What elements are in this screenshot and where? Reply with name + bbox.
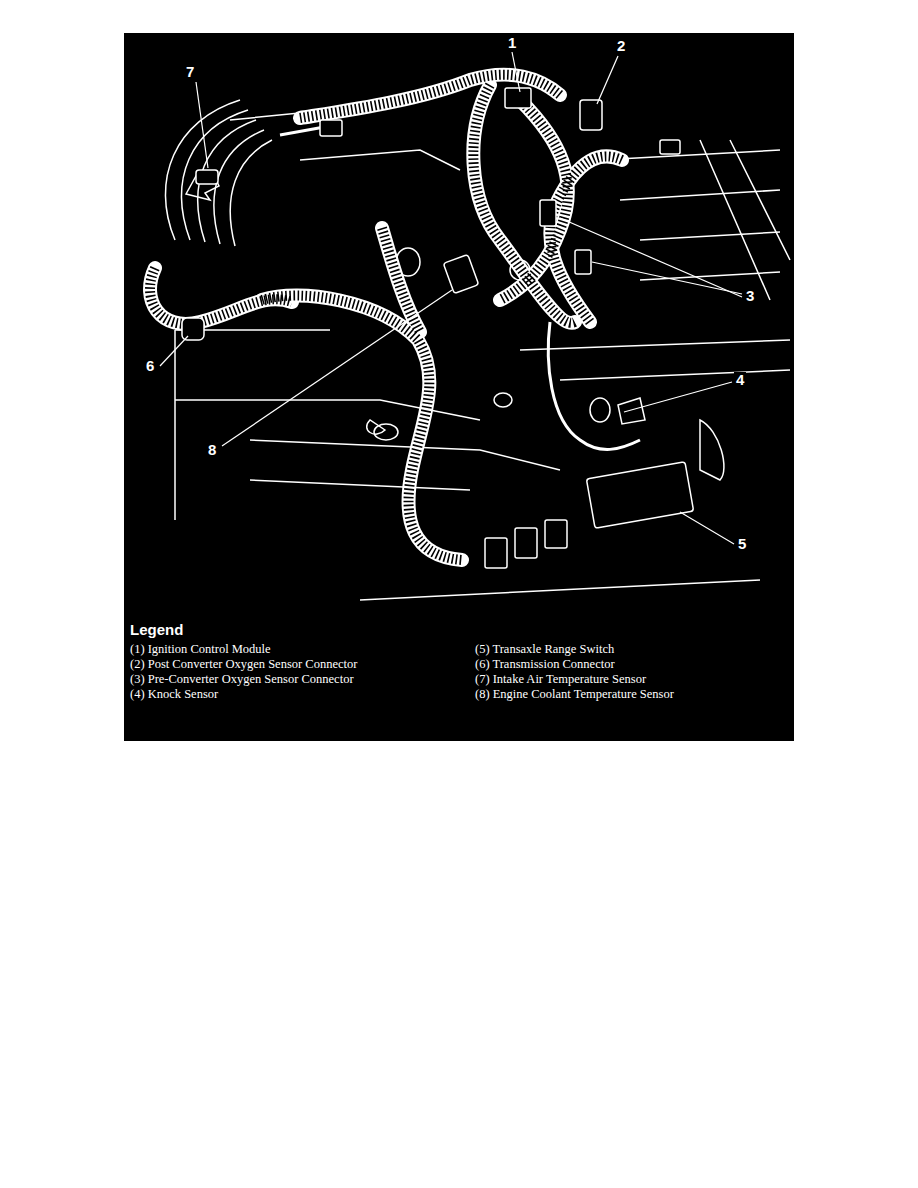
callout-number: 1 bbox=[506, 35, 518, 51]
callout-number: 8 bbox=[206, 442, 218, 458]
legend-entry: (7) Intake Air Temperature Sensor bbox=[475, 672, 646, 686]
callout-number: 2 bbox=[615, 38, 627, 54]
sensor-parts bbox=[182, 88, 694, 568]
legend-entry: (4) Knock Sensor bbox=[130, 687, 218, 701]
callout-number: 4 bbox=[734, 372, 746, 388]
legend-entry: (1) Ignition Control Module bbox=[130, 642, 271, 656]
background-panel bbox=[124, 33, 794, 741]
wire-harness bbox=[150, 75, 640, 560]
callout-number: 3 bbox=[744, 288, 756, 304]
legend-entry: (3) Pre-Converter Oxygen Sensor Connecto… bbox=[130, 672, 354, 686]
legend-entry: (8) Engine Coolant Temperature Sensor bbox=[475, 687, 674, 701]
callout-number: 6 bbox=[144, 358, 156, 374]
legend-entry: (6) Transmission Connector bbox=[475, 657, 615, 671]
legend-entry: (5) Transaxle Range Switch bbox=[475, 642, 614, 656]
callout-number: 5 bbox=[736, 536, 748, 552]
callout-number: 7 bbox=[184, 64, 196, 80]
legend-heading: Legend bbox=[130, 621, 183, 638]
leader-lines bbox=[160, 52, 742, 544]
legend-entry: (2) Post Converter Oxygen Sensor Connect… bbox=[130, 657, 357, 671]
